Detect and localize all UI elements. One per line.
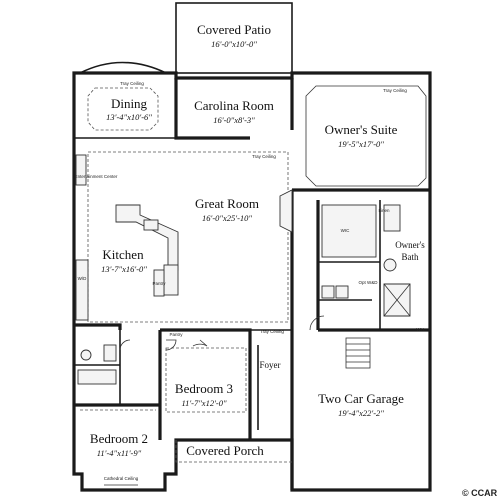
kitchen-sink-icon — [143, 219, 159, 231]
bath-fixtures — [77, 204, 411, 385]
small-notes: Tray Ceiling Tray Ceiling Tray Ceiling T… — [75, 81, 424, 481]
tray-ceiling-note-great: Tray Ceiling — [252, 154, 276, 159]
covered-porch-label: Covered Porch — [186, 443, 264, 458]
owners-bath-label-1: Owner's — [395, 240, 425, 250]
bedroom2-label: Bedroom 2 — [90, 431, 148, 446]
garage-steps — [345, 337, 371, 369]
hall-toilet-icon — [80, 349, 92, 361]
great-room-label: Great Room — [195, 196, 259, 211]
pantry-note-2: Pantry — [169, 332, 183, 337]
bedroom3-label: Bedroom 3 — [175, 381, 233, 396]
owners-suite-label: Owner's Suite — [325, 122, 398, 137]
cathedral-note: Cathedral Ceiling — [104, 476, 139, 481]
bedroom3-dim: 11'-7"x12'-0" — [181, 398, 227, 408]
door-swings — [104, 315, 325, 486]
tray-ceiling-note-bed3: Tray Ceiling — [260, 329, 284, 334]
covered-patio-label: Covered Patio — [197, 22, 271, 37]
ent-center-note: Entertainment Center — [75, 174, 118, 179]
garage-dim: 19'-4"x22'-2" — [338, 408, 384, 418]
kitchen-dim: 13'-7"x16'-0" — [101, 264, 147, 274]
room-labels: Covered Patio 16'-0"x10'-0" Dining 13'-4… — [90, 22, 425, 458]
wd-note: W/D — [78, 276, 87, 281]
bathtub-icon — [77, 369, 117, 385]
kitchen-label: Kitchen — [102, 247, 144, 262]
fireplace-icon — [279, 189, 293, 233]
covered-patio-dim: 16'-0"x10'-0" — [211, 39, 257, 49]
opt-wd-note: Opt W&D — [358, 280, 378, 285]
linen-note: Linen — [378, 208, 390, 213]
bedroom2-dim: 11'-4"x11'-9" — [97, 448, 142, 458]
watermark: © CCAR — [462, 488, 498, 498]
tray-ceiling-note-owners: Tray Ceiling — [383, 88, 407, 93]
covered-patio-area — [175, 2, 293, 74]
dining-dim: 13'-4"x10'-6" — [106, 112, 152, 122]
carolina-room-label: Carolina Room — [194, 98, 274, 113]
wic-note: WIC — [341, 228, 350, 233]
toilet-icon — [383, 258, 397, 272]
dining-label: Dining — [111, 96, 148, 111]
garage-label: Two Car Garage — [318, 391, 404, 406]
pantry-note: Pantry — [152, 281, 166, 286]
foyer-label: Foyer — [260, 360, 281, 370]
wh-note: WH — [416, 327, 424, 332]
carolina-room-dim: 16'-0"x8'-3" — [213, 115, 255, 125]
kitchen-fixtures — [75, 154, 293, 321]
tray-ceiling-note-dining: Tray Ceiling — [120, 81, 144, 86]
tray-ceiling-outlines — [80, 85, 427, 463]
great-room-dim: 16'-0"x25'-10" — [202, 213, 252, 223]
owners-suite-dim: 19'-5"x17'-0" — [338, 139, 384, 149]
owners-bath-label-2: Bath — [402, 252, 419, 262]
